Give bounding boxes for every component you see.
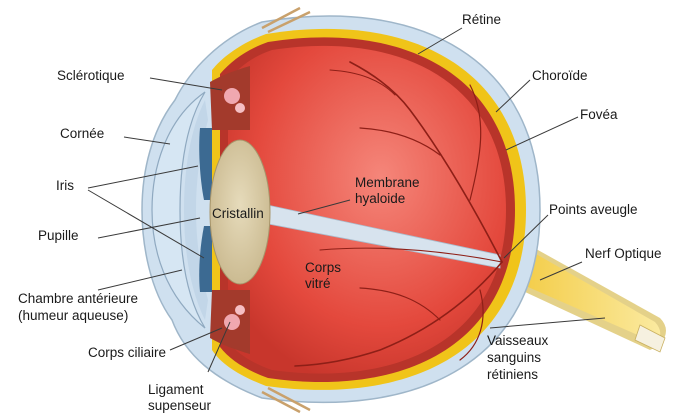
label-vaisseaux-1: Vaisseaux	[487, 333, 549, 348]
label-cristallin: Cristallin	[212, 206, 264, 221]
label-pupille: Pupille	[38, 228, 79, 243]
label-ligament-2: supenseur	[148, 398, 212, 413]
label-fovea: Fovéa	[580, 107, 618, 122]
label-nerf-optique: Nerf Optique	[585, 246, 662, 261]
label-ligament-1: Ligament	[148, 382, 204, 397]
label-membrane-2: hyaloide	[355, 191, 405, 206]
label-vaisseaux-2: sanguins	[487, 350, 541, 365]
label-corps-vitre-2: vitré	[305, 276, 331, 291]
label-chambre-1: Chambre antérieure	[18, 291, 138, 306]
label-membrane-1: Membrane	[355, 175, 420, 190]
label-points-aveugle: Points aveugle	[549, 202, 638, 217]
label-corps-ciliaire: Corps ciliaire	[88, 345, 166, 360]
label-sclerotique: Sclérotique	[57, 68, 125, 83]
label-retine: Rétine	[462, 12, 501, 27]
label-vaisseaux-3: rétiniens	[487, 367, 538, 382]
label-corps-vitre-1: Corps	[305, 260, 341, 275]
label-iris: Iris	[56, 178, 74, 193]
label-choroide: Choroïde	[532, 68, 588, 83]
label-cornee: Cornée	[60, 126, 104, 141]
label-chambre-2: (humeur aqueuse)	[18, 308, 128, 323]
